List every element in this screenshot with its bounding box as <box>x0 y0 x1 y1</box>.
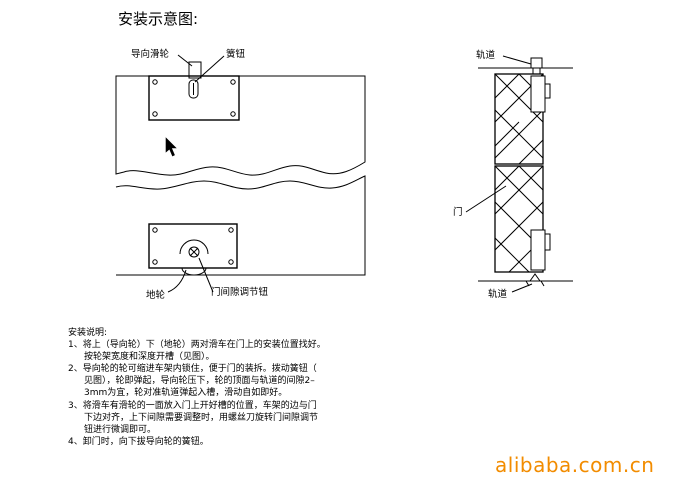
gap-adjust-knob-arc <box>179 239 209 255</box>
label-guide-wheel: 导向滑轮 <box>131 49 170 60</box>
notes-line: 3mm为宜，轮对准轨道弹起入槽，滑动自如即好。 <box>84 388 288 399</box>
door-panel-top <box>115 75 366 176</box>
ground-wheel-carriage <box>148 223 238 269</box>
cursor-arrow-icon <box>165 137 177 157</box>
label-door: 门 <box>453 207 463 218</box>
spring-button-slot <box>188 79 199 99</box>
notes-line: 4、卸门时，向下拔导向轮的簧钮。 <box>68 436 209 447</box>
notes-line: 下边对齐，上下间隙需要调整时，用螺丝刀旋转门间隙调节 <box>84 412 319 423</box>
installation-notes: 安装说明: 1、将上（导向轮）下（地轮）两对滑车在门上的安装位置找好。 按轮架宽… <box>68 327 388 448</box>
watermark: alibaba.com.cn <box>495 453 655 477</box>
notes-heading: 安装说明: <box>68 328 108 338</box>
ground-wheel <box>181 267 207 276</box>
notes-line: 钮进行微调即可。 <box>84 424 157 435</box>
bottom-track <box>529 273 541 282</box>
top-track <box>530 57 543 69</box>
notes-line: 按轮架宽度和深度开槽（见图）。 <box>84 352 215 363</box>
label-gap-adjust-knob: 门间隙调节钮 <box>211 287 269 298</box>
notes-line: 3、将滑车有滑轮的一面放入门上开好槽的位置，车架的边与门 <box>68 400 317 411</box>
label-ground-wheel: 地轮 <box>146 290 166 301</box>
door-panel-bottom <box>115 175 366 276</box>
guide-wheel-carriage <box>148 75 240 121</box>
guide-wheel <box>188 61 202 79</box>
page-title: 安装示意图: <box>118 10 199 28</box>
label-track-bottom: 轨道 <box>488 289 508 300</box>
notes-line: 见图），轮即弹起，导向轮压下，轮的顶面与轨道的间隙2– <box>84 376 315 387</box>
notes-line: 2、导向轮的轮可缩进车架内锁住，便于门的装拆。拨动簧钮（ <box>68 364 317 375</box>
side-ground-carriage <box>530 229 546 271</box>
side-guide-carriage <box>530 75 546 113</box>
notes-line: 1、将上（导向轮）下（地轮）两对滑车在门上的安装位置找好。 <box>68 340 326 351</box>
label-track-top: 轨道 <box>476 50 496 61</box>
label-spring-button: 簧钮 <box>226 49 246 60</box>
